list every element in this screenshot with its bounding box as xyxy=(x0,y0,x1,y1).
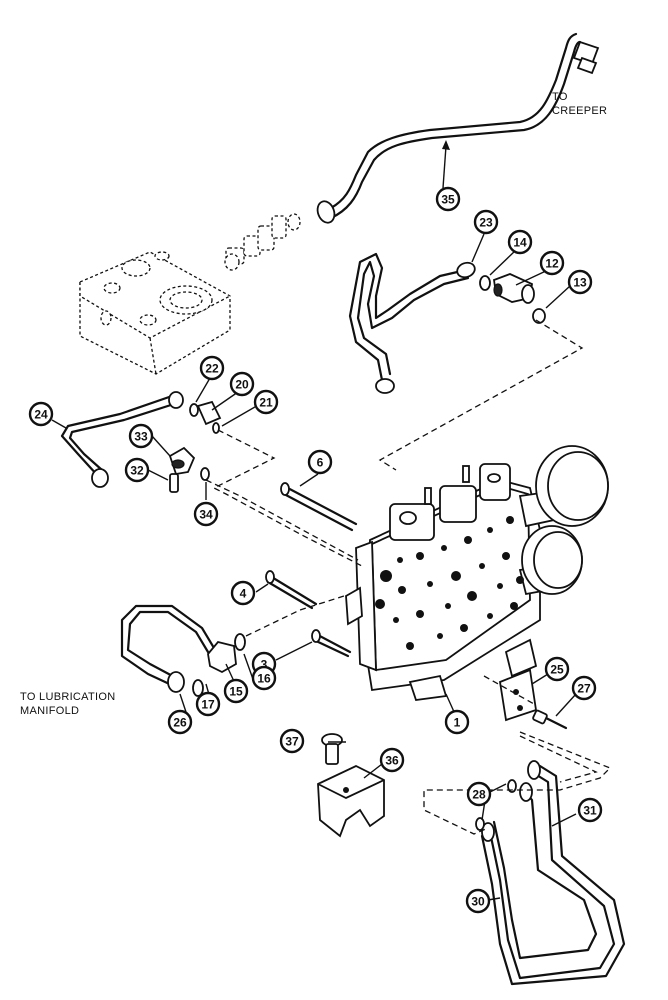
svg-text:26: 26 xyxy=(173,716,187,730)
annotation-labels: TO CREEPER TO LUBRICATION MANIFOLD xyxy=(20,91,607,717)
lower-tubes xyxy=(475,760,626,986)
bracket-25 xyxy=(498,668,568,730)
callout-27: 27 xyxy=(571,675,597,701)
svg-text:3: 3 xyxy=(261,658,268,672)
svg-text:13: 13 xyxy=(573,276,587,290)
valve-body xyxy=(345,445,609,701)
svg-text:14: 14 xyxy=(513,236,527,250)
svg-text:23: 23 xyxy=(479,216,493,230)
svg-text:25: 25 xyxy=(550,663,564,677)
fitting-group-12-14-13 xyxy=(479,273,546,324)
callout-16: 16 xyxy=(251,665,277,691)
svg-text:12: 12 xyxy=(545,257,559,271)
callout-13: 13 xyxy=(567,269,593,295)
tube-24 xyxy=(60,391,184,488)
svg-text:32: 32 xyxy=(130,464,144,478)
callout-35: 35 xyxy=(435,186,461,212)
label-to-lubrication-line1: TO LUBRICATION xyxy=(20,691,115,703)
label-to-lubrication-line2: MANIFOLD xyxy=(20,705,79,717)
bracket-36 xyxy=(317,733,385,838)
svg-text:6: 6 xyxy=(317,456,324,470)
svg-text:17: 17 xyxy=(201,698,215,712)
callout-34: 34 xyxy=(193,501,219,527)
svg-text:20: 20 xyxy=(235,378,249,392)
svg-text:33: 33 xyxy=(134,430,148,444)
fitting-group-22-20-21 xyxy=(189,400,222,434)
label-to-creeper-line1: TO xyxy=(552,91,568,103)
callout-15: 15 xyxy=(223,678,249,704)
svg-text:1: 1 xyxy=(454,716,461,730)
callouts: 35 23 14 12 13 22 20 21 24 33 32 34 6 4 … xyxy=(28,186,603,914)
callout-32: 32 xyxy=(124,457,150,483)
svg-text:37: 37 xyxy=(285,735,299,749)
callout-26: 26 xyxy=(167,709,193,735)
callout-4: 4 xyxy=(230,580,256,606)
svg-text:34: 34 xyxy=(199,508,213,522)
upper-housing-ghost xyxy=(79,213,301,375)
tube-26 xyxy=(120,604,246,697)
svg-text:35: 35 xyxy=(441,193,455,207)
tube-23 xyxy=(348,252,476,394)
svg-text:36: 36 xyxy=(385,754,399,768)
svg-text:30: 30 xyxy=(471,895,485,909)
callout-20: 20 xyxy=(229,371,255,397)
creeper-tube xyxy=(316,32,600,224)
callout-31: 31 xyxy=(577,797,603,823)
fitting-group-33-32-34 xyxy=(168,446,210,493)
callout-14: 14 xyxy=(507,229,533,255)
svg-text:27: 27 xyxy=(577,682,591,696)
callout-6: 6 xyxy=(307,449,333,475)
callout-25: 25 xyxy=(544,656,570,682)
callout-28: 28 xyxy=(466,781,492,807)
assembly-lines xyxy=(205,319,612,835)
svg-text:21: 21 xyxy=(259,396,273,410)
callout-36: 36 xyxy=(379,747,405,773)
label-to-creeper-line2: CREEPER xyxy=(552,105,607,117)
callout-21: 21 xyxy=(253,389,279,415)
svg-text:24: 24 xyxy=(34,408,48,422)
svg-text:4: 4 xyxy=(240,587,247,601)
svg-text:31: 31 xyxy=(583,804,597,818)
bolts xyxy=(265,482,358,658)
callout-30: 30 xyxy=(465,888,491,914)
svg-text:15: 15 xyxy=(229,685,243,699)
svg-text:28: 28 xyxy=(472,788,486,802)
callout-17: 17 xyxy=(195,691,221,717)
svg-text:16: 16 xyxy=(257,672,271,686)
callout-1: 1 xyxy=(444,709,470,735)
callout-22: 22 xyxy=(199,355,225,381)
callout-33: 33 xyxy=(128,423,154,449)
callout-37: 37 xyxy=(279,728,305,754)
callout-12: 12 xyxy=(539,250,565,276)
svg-text:22: 22 xyxy=(205,362,219,376)
callout-23: 23 xyxy=(473,209,499,235)
callout-24: 24 xyxy=(28,401,54,427)
leader-lines xyxy=(51,140,577,901)
